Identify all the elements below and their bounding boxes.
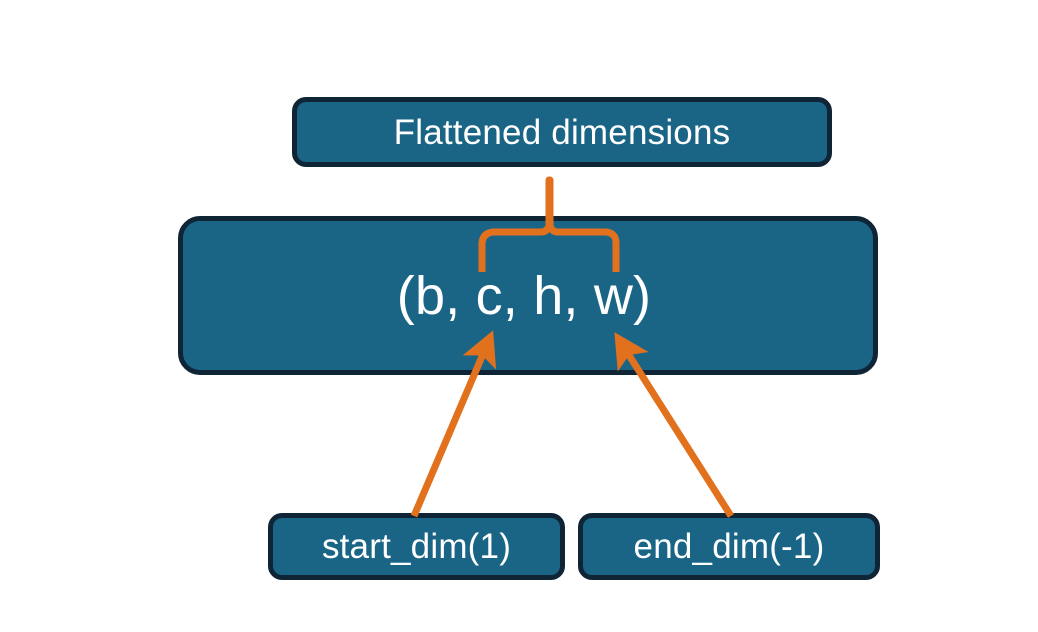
start-dim-box: start_dim(1) [268, 513, 565, 580]
flattened-dimensions-box: Flattened dimensions [292, 97, 832, 167]
tensor-shape-box: (b, c, h, w) [178, 216, 878, 375]
start-dim-label: start_dim(1) [321, 527, 512, 566]
start-dim-arrow-icon [410, 330, 497, 518]
flattened-dimensions-label: Flattened dimensions [393, 112, 731, 152]
flatten-brace-icon [478, 176, 620, 272]
end-dim-arrow-icon [614, 332, 734, 518]
tensor-shape-label: (b, c, h, w) [396, 265, 652, 326]
end-dim-box: end_dim(-1) [578, 513, 880, 580]
end-dim-label: end_dim(-1) [633, 527, 825, 566]
